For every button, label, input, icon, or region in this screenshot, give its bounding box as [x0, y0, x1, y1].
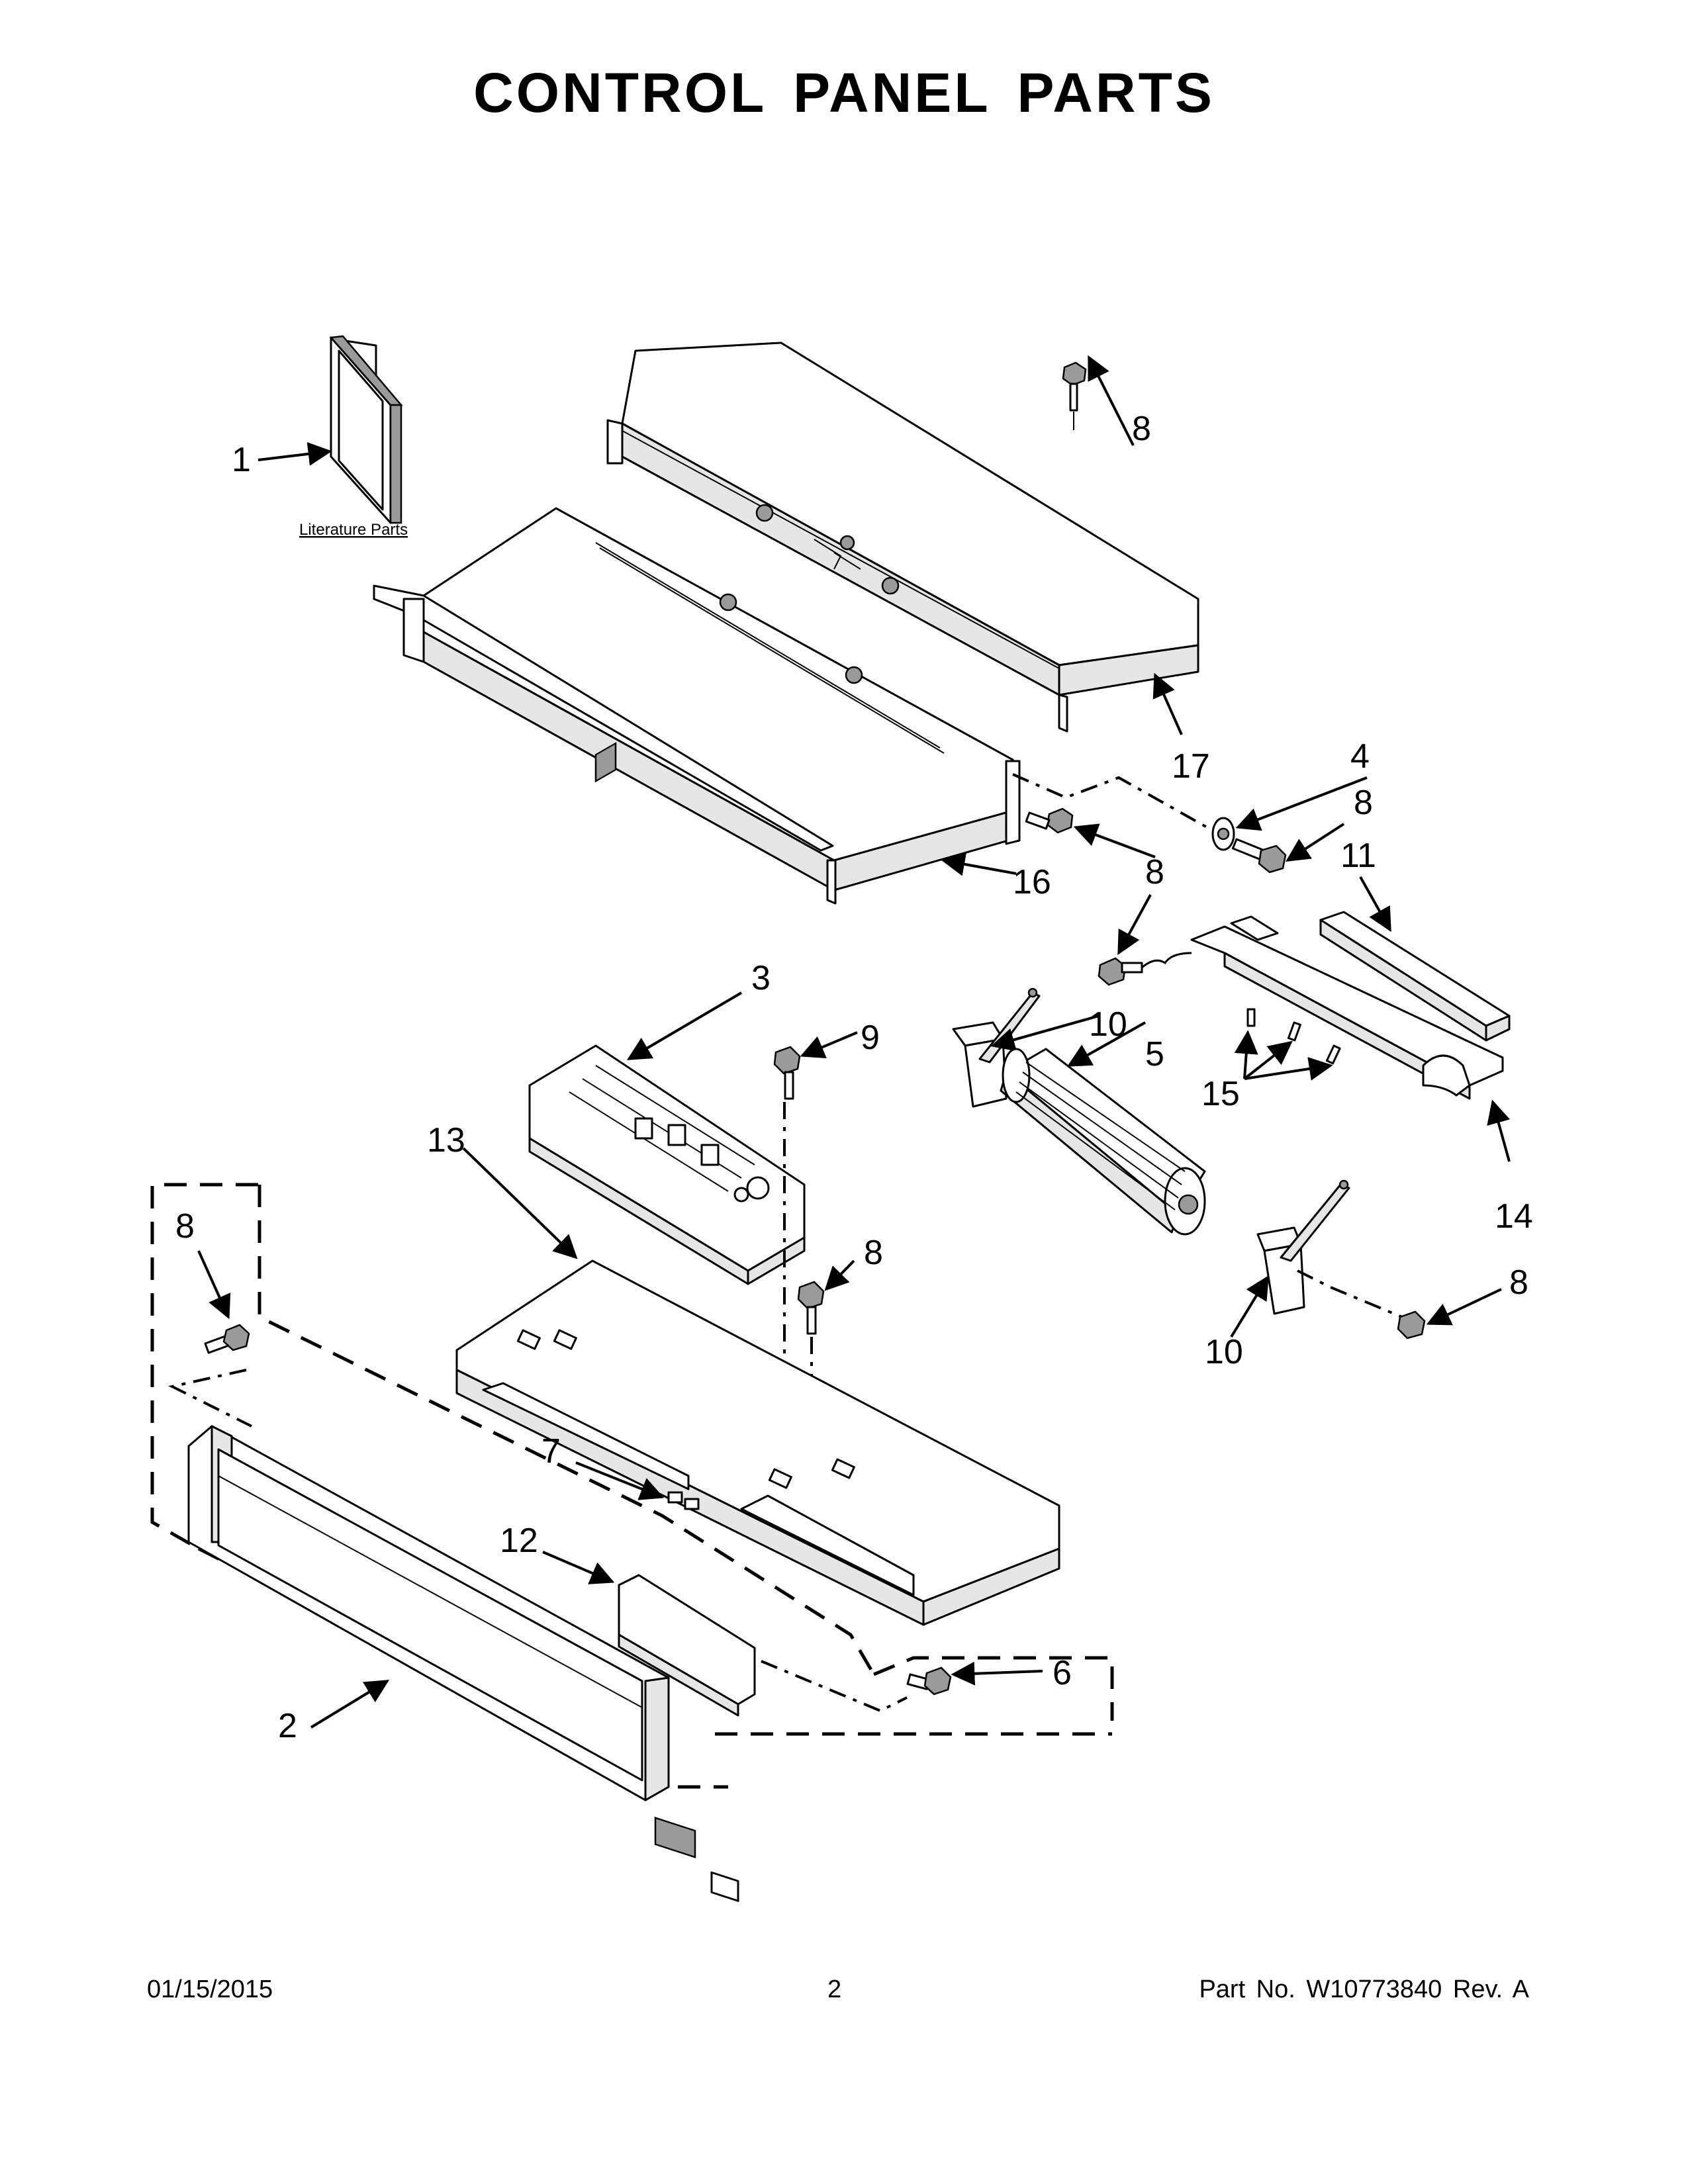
screw-8-right	[1231, 838, 1287, 874]
callout-16: 16	[1013, 863, 1051, 901]
callout-14: 14	[1495, 1197, 1533, 1236]
display-board-12	[618, 1574, 756, 1902]
screw-8-bracket	[1098, 952, 1192, 986]
fan-bracket-10-lower	[1256, 1179, 1350, 1315]
callout-10-upper: 10	[1089, 1005, 1127, 1044]
callout-6: 6	[1053, 1654, 1072, 1692]
wire-clip-7	[667, 1491, 700, 1510]
callout-3: 3	[751, 959, 771, 997]
footer-date: 01/15/2015	[147, 1976, 273, 2003]
literature-parts-label: Literature Parts	[299, 521, 408, 539]
screw-8-top	[1062, 361, 1087, 430]
control-panel-frame-2	[187, 1425, 670, 1801]
callout-11: 11	[1340, 837, 1376, 875]
screw-8-middle	[797, 1281, 825, 1335]
literature-booklet	[329, 335, 403, 524]
callout-2: 2	[278, 1707, 297, 1745]
page-title: CONTROL PANEL PARTS	[473, 62, 1215, 124]
screw-8-panel	[1025, 807, 1074, 834]
callout-8-left: 8	[175, 1207, 195, 1246]
gasket-strip-11	[1319, 911, 1511, 1042]
callout-12: 12	[500, 1522, 538, 1560]
callout-8-top: 8	[1132, 410, 1151, 448]
callout-4: 4	[1350, 737, 1370, 776]
mounting-bracket-14	[1190, 915, 1504, 1100]
callout-7: 7	[541, 1432, 561, 1471]
lower-cover-panel	[373, 507, 1021, 905]
screw-8-left	[204, 1324, 250, 1354]
callout-17: 17	[1172, 747, 1210, 786]
footer-page-number: 2	[827, 1976, 842, 2003]
callout-8-fan: 8	[1509, 1263, 1528, 1302]
callout-8-panel: 8	[1145, 853, 1164, 891]
mounting-plate-13	[455, 1259, 1060, 1626]
washer-4	[1211, 817, 1235, 851]
callout-1: 1	[232, 441, 251, 479]
screw-9	[773, 1046, 801, 1100]
control-board-3	[528, 742, 806, 1285]
footer-part-number: Part No. W10773840 Rev. A	[1199, 1976, 1529, 2003]
callout-9: 9	[861, 1019, 880, 1057]
blower-fan-5	[1000, 1048, 1206, 1236]
callout-13: 13	[427, 1121, 465, 1160]
callout-10-lower: 10	[1205, 1333, 1243, 1371]
screw-6	[906, 1666, 952, 1696]
upper-cover-panel	[606, 341, 1199, 733]
callout-15: 15	[1201, 1075, 1240, 1113]
callout-8-middle: 8	[864, 1234, 883, 1272]
callout-8-right: 8	[1354, 784, 1373, 822]
callout-5: 5	[1145, 1035, 1164, 1073]
fan-bracket-10-upper	[952, 987, 1041, 1108]
screw-8-fan	[1397, 1310, 1426, 1340]
